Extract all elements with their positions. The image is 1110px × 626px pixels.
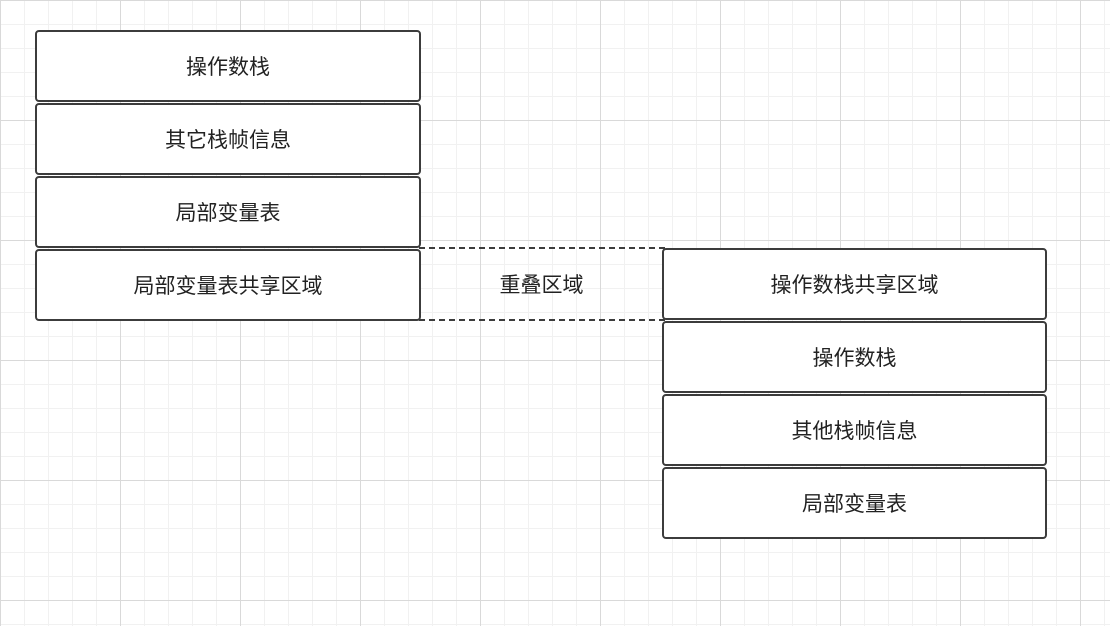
frame-a-local-variable-table: 局部变量表 [35,176,421,248]
overlap-dashed-line-top [419,247,665,249]
frame-b-operand-stack: 操作数栈 [662,321,1047,393]
frame-a-other-frame-info: 其它栈帧信息 [35,103,421,175]
frame-b-other-frame-info: 其他栈帧信息 [662,394,1047,466]
upper-stack-frame: 操作数栈 其它栈帧信息 局部变量表 局部变量表共享区域 [35,30,421,322]
lower-stack-frame: 操作数栈共享区域 操作数栈 其他栈帧信息 局部变量表 [662,248,1047,540]
frame-a-operand-stack: 操作数栈 [35,30,421,102]
overlap-dashed-line-bottom [419,319,665,321]
frame-b-operand-stack-shared-region: 操作数栈共享区域 [662,248,1047,320]
overlap-region-label: 重叠区域 [499,273,584,297]
frame-a-local-variable-shared-region: 局部变量表共享区域 [35,249,421,321]
frame-b-local-variable-table: 局部变量表 [662,467,1047,539]
